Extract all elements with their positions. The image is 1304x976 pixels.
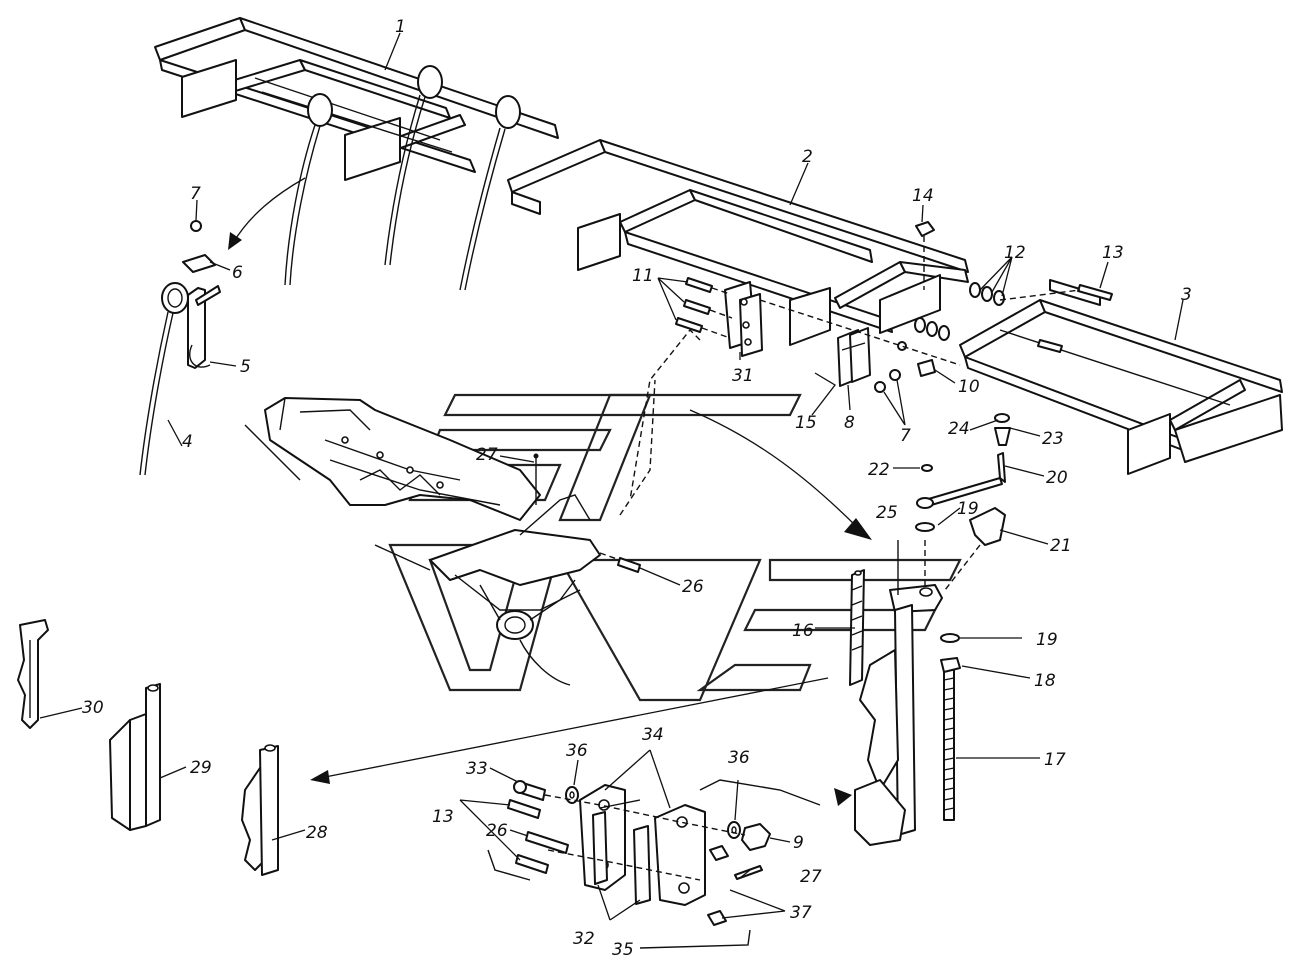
nuts-part-7 xyxy=(190,220,907,393)
assembly-arrowhead-left xyxy=(310,770,330,784)
label-6: 6 xyxy=(232,263,243,283)
label-10: 10 xyxy=(958,377,980,397)
hitch-part-30 xyxy=(17,619,49,729)
bolt-part-33 xyxy=(513,780,546,801)
pin-part-27-lower xyxy=(734,865,763,880)
frame-part-1 xyxy=(154,17,559,291)
chassis-frame xyxy=(244,397,601,686)
label-19a: 19 xyxy=(957,499,979,519)
nuts-part-37 xyxy=(707,845,729,926)
pin-part-26-chassis xyxy=(599,552,641,573)
insert-arrowhead-1 xyxy=(228,232,242,250)
leader-lines xyxy=(39,32,1184,921)
hitch-post-part-25 xyxy=(854,540,943,846)
assembly-arrow-left xyxy=(319,677,829,779)
assembly-line-1 xyxy=(759,299,961,366)
pin-part-26-lower xyxy=(525,831,569,854)
label-37: 37 xyxy=(790,903,812,923)
label-16: 16 xyxy=(792,621,814,641)
label-29: 29 xyxy=(190,758,212,778)
label-33: 33 xyxy=(466,759,488,779)
label-34: 34 xyxy=(642,725,664,745)
label-26b: 26 xyxy=(486,821,508,841)
label-8: 8 xyxy=(844,413,855,433)
nut-part-9 xyxy=(741,823,771,851)
label-13a: 13 xyxy=(1102,243,1124,263)
label-35: 35 xyxy=(612,940,634,960)
label-19b: 19 xyxy=(1036,630,1058,650)
label-1: 1 xyxy=(395,17,406,37)
label-2: 2 xyxy=(802,147,813,167)
plate-part-21 xyxy=(944,507,1006,591)
pin-part-10 xyxy=(917,359,936,377)
label-27a: 27 xyxy=(476,445,498,465)
pin-part-27-chassis xyxy=(533,453,539,505)
assembly-line-3 xyxy=(619,379,656,516)
spring-tine-part-4 xyxy=(139,282,189,476)
bracket-line-34 xyxy=(599,779,821,809)
label-27b: 27 xyxy=(800,867,822,887)
label-21: 21 xyxy=(1050,536,1072,556)
assembly-arrow-main xyxy=(689,409,861,531)
label-23: 23 xyxy=(1042,429,1064,449)
assembly-line-lower-2 xyxy=(547,849,701,881)
clip-part-5 xyxy=(187,285,221,369)
knob-part-23-24 xyxy=(994,413,1011,446)
part-labels: 1 2 3 4 5 6 7 7 8 9 10 11 12 13 13 14 15… xyxy=(82,17,1192,960)
washers-part-12 xyxy=(914,282,1005,341)
washers-part-19 xyxy=(915,522,960,643)
washer-part-22 xyxy=(921,464,933,472)
bracket-part-31 xyxy=(724,281,763,357)
bolts-part-13-lower xyxy=(507,799,549,874)
label-28: 28 xyxy=(306,823,328,843)
bolts-part-11 xyxy=(675,277,733,339)
rod-part-17 xyxy=(943,669,955,821)
plate-part-6 xyxy=(182,254,216,273)
bracket-lines-lower xyxy=(487,849,751,949)
label-36a: 36 xyxy=(566,741,588,761)
label-30: 30 xyxy=(82,698,104,718)
nut-part-18 xyxy=(940,657,961,673)
label-12: 12 xyxy=(1004,243,1026,263)
label-5: 5 xyxy=(240,357,251,377)
insert-arrow-1 xyxy=(232,177,306,244)
plate-part-34-left xyxy=(579,784,626,891)
label-4: 4 xyxy=(182,432,193,452)
plate-part-34-right xyxy=(633,804,706,906)
assembly-line-lower-1 xyxy=(544,794,746,836)
label-14: 14 xyxy=(912,186,934,206)
label-36b: 36 xyxy=(728,748,750,768)
label-7a: 7 xyxy=(190,184,201,204)
nut-part-14 xyxy=(915,221,935,290)
label-3: 3 xyxy=(1181,285,1192,305)
frame-part-3 xyxy=(959,279,1283,475)
label-15: 15 xyxy=(795,413,817,433)
label-25: 25 xyxy=(876,503,898,523)
label-32: 32 xyxy=(573,929,595,949)
hitch-part-28 xyxy=(241,744,279,876)
label-7b: 7 xyxy=(900,426,911,446)
bolt-part-13-top xyxy=(999,284,1113,353)
label-13b: 13 xyxy=(432,807,454,827)
label-24: 24 xyxy=(948,419,970,439)
arrowhead-hitch-lower xyxy=(834,788,852,806)
label-18: 18 xyxy=(1034,671,1056,691)
label-31: 31 xyxy=(732,366,754,386)
hitch-part-29 xyxy=(109,683,161,831)
label-9: 9 xyxy=(793,833,804,853)
assembly-arrowhead-main xyxy=(844,518,872,540)
plate-part-8 xyxy=(837,327,871,387)
label-20: 20 xyxy=(1046,468,1068,488)
label-11: 11 xyxy=(632,266,654,286)
rack-part-16 xyxy=(849,569,865,686)
label-26a: 26 xyxy=(682,577,704,597)
label-17: 17 xyxy=(1044,750,1066,770)
label-22: 22 xyxy=(868,460,890,480)
handle-part-20 xyxy=(916,452,1006,509)
